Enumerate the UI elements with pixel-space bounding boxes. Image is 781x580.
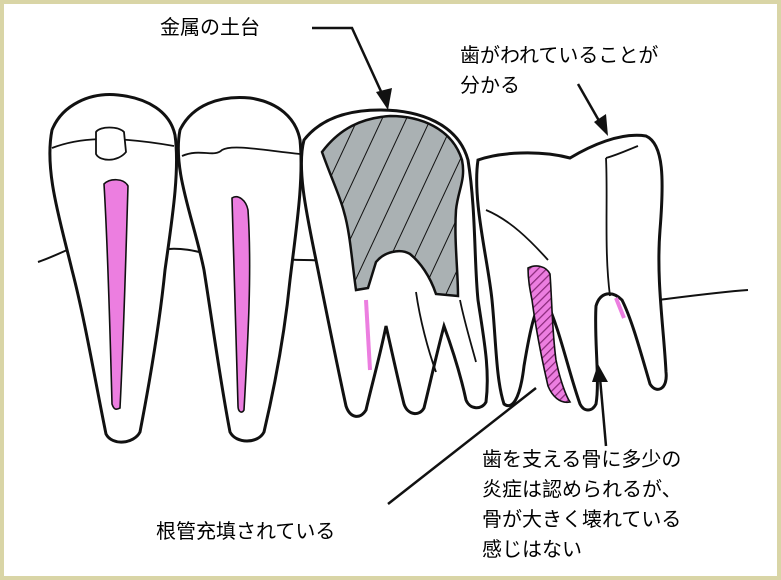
arrowhead-metal-core bbox=[376, 88, 392, 110]
arrowhead-bone-status bbox=[592, 364, 608, 382]
tooth-2 bbox=[176, 95, 303, 443]
label-bone-status-line-3: 骨が大きく壊れている bbox=[482, 507, 681, 531]
tooth-4-inner-line bbox=[485, 209, 549, 261]
arrow-cracked-tooth bbox=[576, 83, 604, 127]
tooth-4 bbox=[475, 133, 668, 412]
tooth-4-crack-line bbox=[605, 145, 639, 297]
tooth-2-pulp bbox=[231, 195, 251, 413]
tooth-1-pulp bbox=[103, 178, 129, 410]
callout-cracked-tooth: 歯がわれていることが 分かる bbox=[460, 43, 658, 136]
metal-core bbox=[320, 114, 465, 298]
callout-metal-core: 金属の土台 bbox=[160, 15, 392, 110]
callout-root-canal: 根管充填されている bbox=[156, 387, 537, 543]
arrow-metal-core bbox=[312, 26, 386, 99]
tooth-3-root-canal-1 bbox=[364, 299, 372, 371]
callout-bone-status: 歯を支える骨に多少の 炎症は認められるが、 骨が大きく壊れている 感じはない bbox=[482, 364, 682, 561]
tooth-4-pulp-tip bbox=[614, 297, 626, 319]
tooth-3-root-canal-3 bbox=[459, 299, 477, 363]
label-bone-status-line-4: 感じはない bbox=[482, 537, 582, 561]
label-root-canal-filled: 根管充填されている bbox=[156, 519, 335, 543]
label-cracked-tooth-line-1: 歯がわれていることが bbox=[460, 43, 658, 67]
tooth-3 bbox=[299, 108, 489, 418]
label-bone-status-line-1: 歯を支える骨に多少の bbox=[482, 447, 681, 471]
arrowhead-cracked-tooth bbox=[594, 114, 608, 136]
label-cracked-tooth-line-2: 分かる bbox=[460, 73, 520, 97]
leader-root-canal bbox=[387, 387, 537, 505]
label-metal-core: 金属の土台 bbox=[160, 15, 260, 39]
tooth-4-outline bbox=[475, 133, 668, 412]
tooth-3-root-canal-2 bbox=[415, 291, 437, 373]
arrow-bone-status bbox=[598, 377, 608, 447]
tooth-2-enamel-line bbox=[181, 146, 301, 157]
tooth-1-crown-filling bbox=[95, 126, 127, 161]
label-bone-status-line-2: 炎症は認められるが、 bbox=[482, 477, 682, 501]
inflamed-bone-area bbox=[527, 265, 572, 404]
tooth-1 bbox=[48, 93, 179, 444]
